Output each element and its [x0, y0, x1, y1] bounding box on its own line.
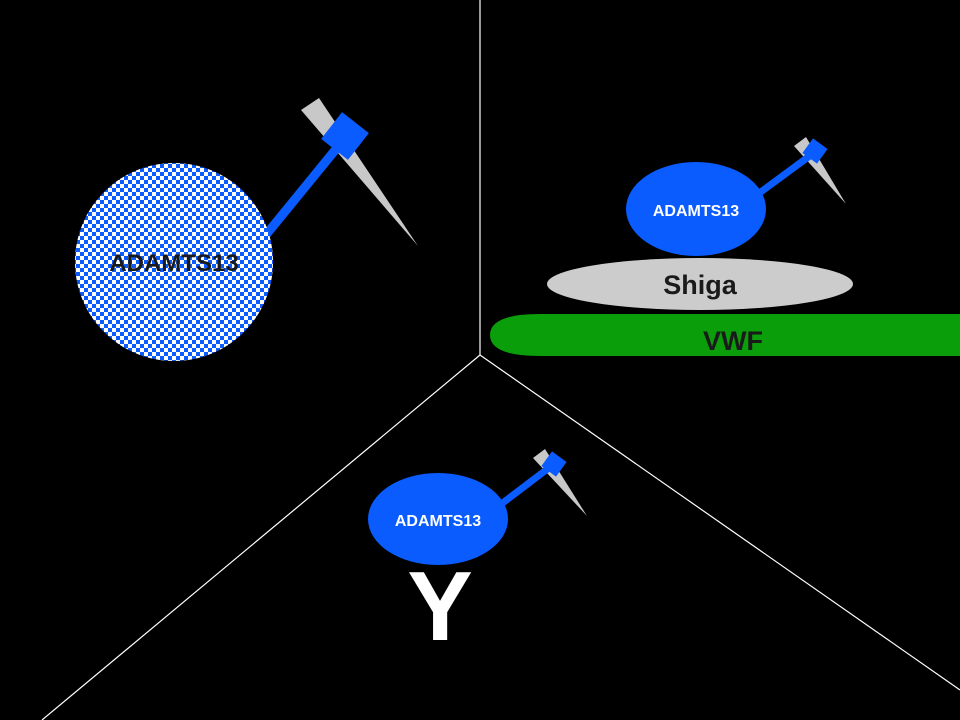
shiga-toxin [547, 258, 853, 310]
bottom-panel: Y ADAMTS13 [368, 449, 587, 661]
right-panel: VWF Shiga ADAMTS13 [490, 137, 960, 356]
left-panel: ADAMTS13 [75, 98, 418, 361]
vwf-strand [490, 314, 960, 356]
linker-arm-right [755, 149, 818, 197]
linker-arm-left [261, 135, 349, 239]
linker-arm-bottom [493, 461, 557, 511]
protease-domain-right [802, 138, 828, 164]
antibody-y: Y [407, 551, 472, 661]
adamts13-enzyme-left [75, 163, 273, 361]
adamts13-enzyme-right [626, 162, 766, 256]
protease-domain-left [321, 112, 369, 160]
adamts13-label-bottom: ADAMTS13 [395, 513, 481, 530]
vwf-label: VWF [703, 326, 763, 356]
divider-bottom-left [41, 354, 481, 720]
divider-bottom-right [479, 354, 960, 691]
adamts13-label-left: ADAMTS13 [109, 250, 238, 277]
adamts13-label-right: ADAMTS13 [653, 203, 739, 220]
protease-domain-bottom [541, 451, 567, 477]
panel-dividers [41, 0, 960, 720]
shiga-label: Shiga [663, 270, 737, 300]
adamts13-enzyme-bottom [368, 473, 508, 565]
